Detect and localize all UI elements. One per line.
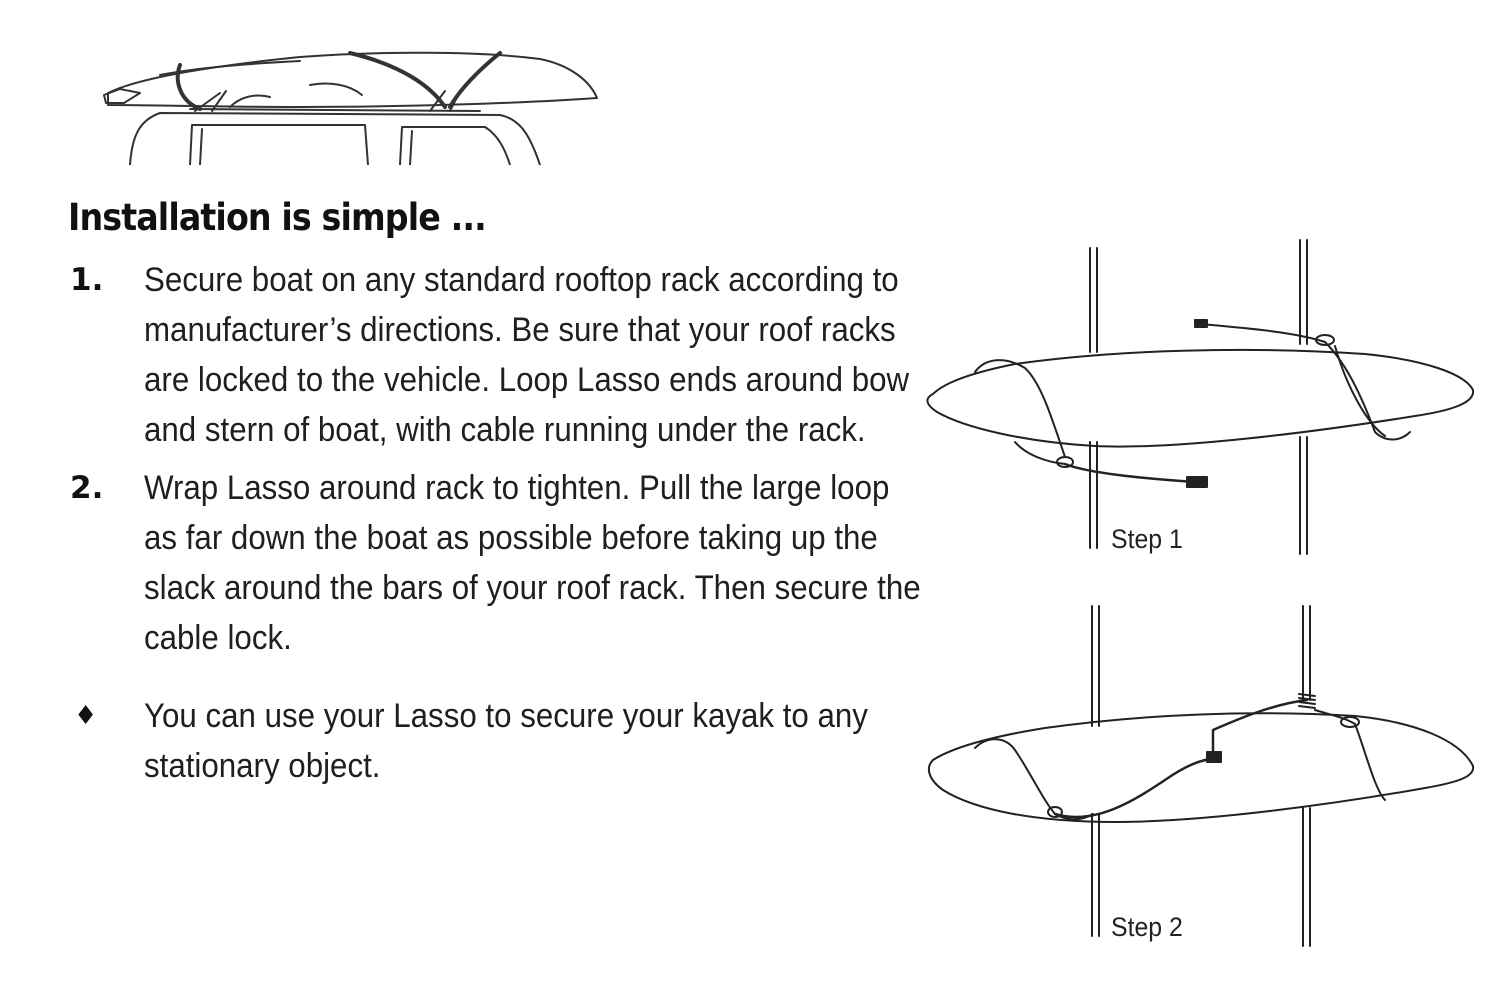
step-item-1: 1. Secure boat on any standard rooftop r…: [70, 255, 920, 455]
car-with-kayak-illustration: [100, 45, 600, 166]
step-2-label: Step 2: [1111, 912, 1183, 942]
instruction-list: 1. Secure boat on any standard rooftop r…: [70, 255, 921, 791]
step-text: Secure boat on any standard rooftop rack…: [144, 261, 910, 449]
step-number: 1.: [70, 262, 104, 298]
page-title: Installation is simple ...: [68, 196, 487, 239]
step-number: 2.: [70, 470, 104, 506]
step-2-diagram: Step 2: [915, 600, 1485, 950]
note-item: ♦ You can use your Lasso to secure your …: [70, 691, 920, 791]
step-text: Wrap Lasso around rack to tighten. Pull …: [144, 469, 921, 657]
note-text: You can use your Lasso to secure your ka…: [144, 697, 868, 785]
step-1-label: Step 1: [1111, 524, 1183, 554]
diamond-bullet-icon: ♦: [74, 701, 98, 731]
step-1-diagram: Step 1: [915, 232, 1485, 562]
step-item-2: 2. Wrap Lasso around rack to tighten. Pu…: [70, 463, 921, 663]
